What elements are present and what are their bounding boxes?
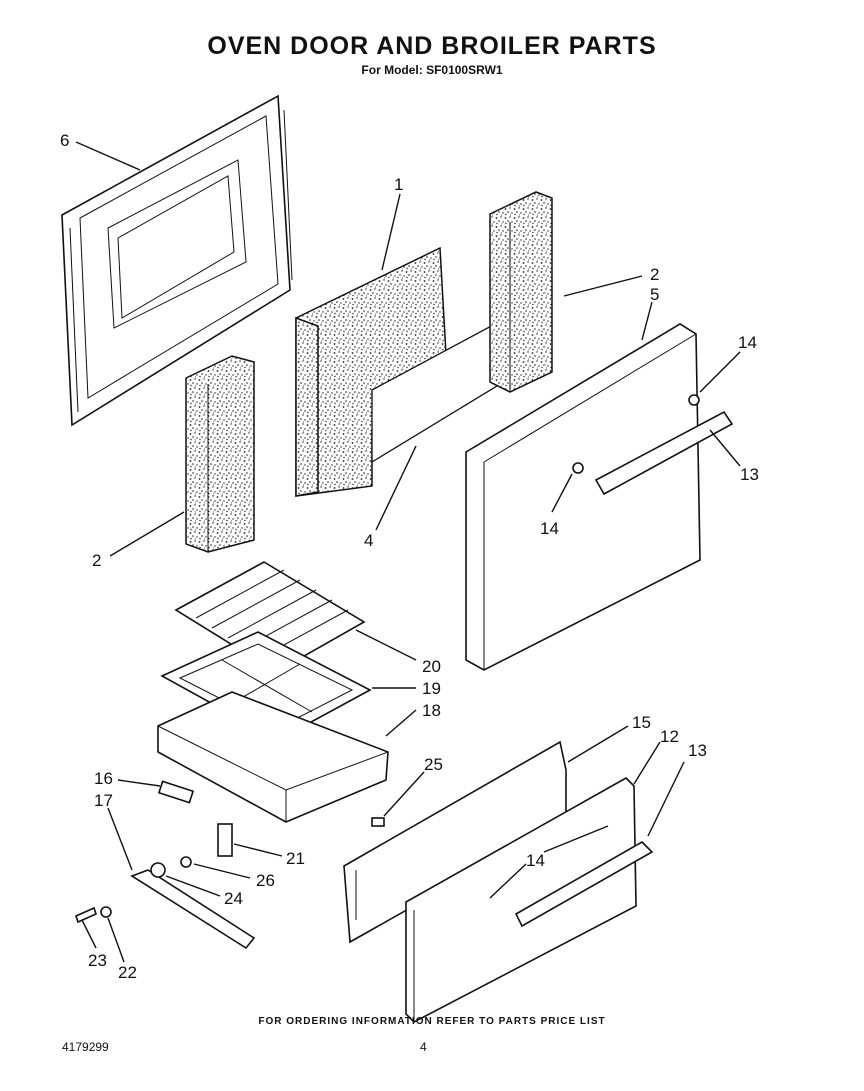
callout-17: 17 [94, 791, 113, 810]
inner-door-panel [61, 94, 293, 427]
callout-2-left: 2 [92, 551, 101, 570]
document-number: 4179299 [62, 1040, 109, 1054]
callout-24: 24 [224, 889, 243, 908]
callout-25: 25 [424, 755, 443, 774]
callout-20: 20 [422, 657, 441, 676]
callout-26: 26 [256, 871, 275, 890]
callout-14-mid: 14 [540, 519, 559, 538]
latch-screw [180, 856, 192, 868]
callout-16: 16 [94, 769, 113, 788]
callout-1: 1 [394, 175, 403, 194]
model-subtitle: For Model: SF0100SRW1 [361, 63, 503, 77]
drawer-front-inner [343, 740, 567, 944]
drawer-clip [371, 817, 385, 827]
callout-6: 6 [60, 131, 69, 150]
fastener-screw [75, 906, 97, 924]
ordering-note: FOR ORDERING INFORMATION REFER TO PARTS … [258, 1016, 606, 1027]
door-insulation [295, 246, 521, 497]
fastener-washer [100, 906, 112, 918]
callout-19: 19 [422, 679, 441, 698]
broiler-bracket [130, 869, 256, 950]
callout-14-top: 14 [738, 333, 757, 352]
callout-12: 12 [660, 727, 679, 746]
outer-door-panel [465, 323, 701, 671]
callout-21: 21 [286, 849, 305, 868]
page-title: OVEN DOOR AND BROILER PARTS [207, 32, 657, 60]
callout-4: 4 [364, 531, 373, 550]
side-insulation-right [489, 191, 553, 393]
broiler-latch [217, 823, 233, 857]
side-insulation-left [185, 355, 255, 553]
callout-23: 23 [88, 951, 107, 970]
broiler-drawer [157, 691, 389, 823]
callout-14-bottom: 14 [526, 851, 545, 870]
door-handle [572, 394, 734, 496]
callout-15: 15 [632, 713, 651, 732]
page-number: 4 [420, 1040, 427, 1054]
callout-18: 18 [422, 701, 441, 720]
callout-22: 22 [118, 963, 137, 982]
bracket-washer [150, 862, 166, 878]
leader-lines [75, 141, 741, 963]
broiler-spring [157, 780, 195, 804]
drawer-handle [514, 841, 654, 928]
callout-2-right: 2 [650, 265, 659, 284]
callout-13-top: 13 [740, 465, 759, 484]
callout-5: 5 [650, 285, 659, 304]
callout-labels: 6 1 2 5 2 4 14 13 14 20 19 18 25 15 12 1… [60, 131, 759, 982]
drawer-front-outer [405, 777, 637, 1023]
callout-13-bottom: 13 [688, 741, 707, 760]
